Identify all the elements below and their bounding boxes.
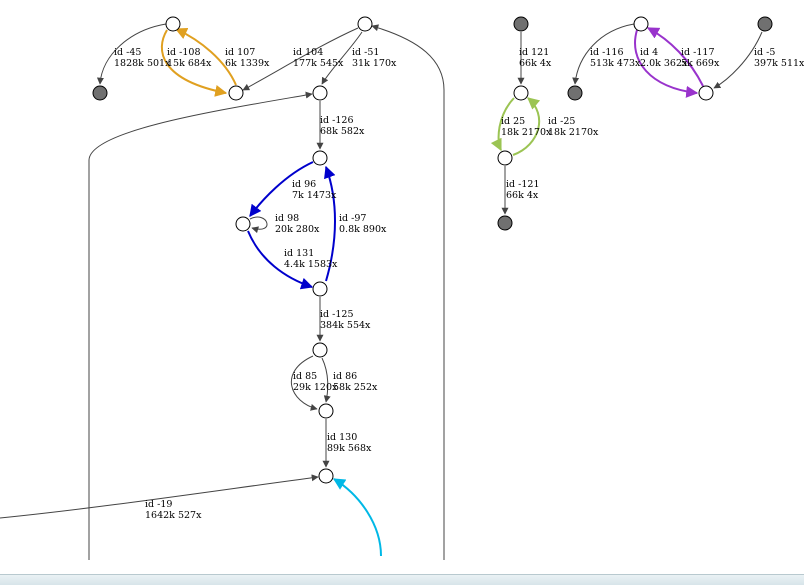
node[interactable] [318, 403, 334, 419]
edge-104[interactable] [242, 27, 359, 91]
source-node[interactable] [513, 16, 529, 32]
node[interactable] [312, 150, 328, 166]
edge-98-loop[interactable] [249, 216, 268, 234]
edge-25[interactable] [490, 97, 515, 152]
edge-m19[interactable] [0, 474, 319, 519]
source-node[interactable] [757, 16, 773, 32]
edge-85[interactable] [291, 355, 318, 411]
node[interactable] [312, 342, 328, 358]
edge-cyan[interactable] [332, 478, 382, 557]
node[interactable] [698, 85, 714, 101]
source-node[interactable] [497, 215, 513, 231]
source-node[interactable] [567, 85, 583, 101]
status-bar [0, 574, 804, 585]
edge-107[interactable] [174, 28, 237, 86]
edge-m45[interactable] [96, 23, 167, 85]
node[interactable] [357, 16, 373, 32]
node[interactable] [318, 468, 334, 484]
edge-m108[interactable] [160, 29, 228, 97]
edge-4[interactable] [634, 29, 699, 98]
edge-86[interactable] [321, 357, 331, 403]
edge-return-right[interactable] [371, 24, 445, 560]
node[interactable] [633, 16, 649, 32]
edge-m51[interactable] [321, 31, 363, 85]
edge-96[interactable] [249, 161, 314, 217]
edge-m117[interactable] [646, 27, 704, 87]
edge-m5[interactable] [713, 31, 763, 89]
node[interactable] [513, 85, 529, 101]
node[interactable] [497, 150, 513, 166]
edge-m116[interactable] [572, 23, 635, 85]
node[interactable] [312, 85, 328, 101]
node[interactable] [312, 281, 328, 297]
node[interactable] [165, 16, 181, 32]
source-node[interactable] [92, 85, 108, 101]
node[interactable] [228, 85, 244, 101]
edge-return-left[interactable] [88, 91, 313, 560]
edge-m97[interactable] [324, 165, 336, 282]
node[interactable] [235, 216, 251, 232]
edge-m25[interactable] [512, 97, 541, 156]
edge-131[interactable] [247, 230, 314, 290]
